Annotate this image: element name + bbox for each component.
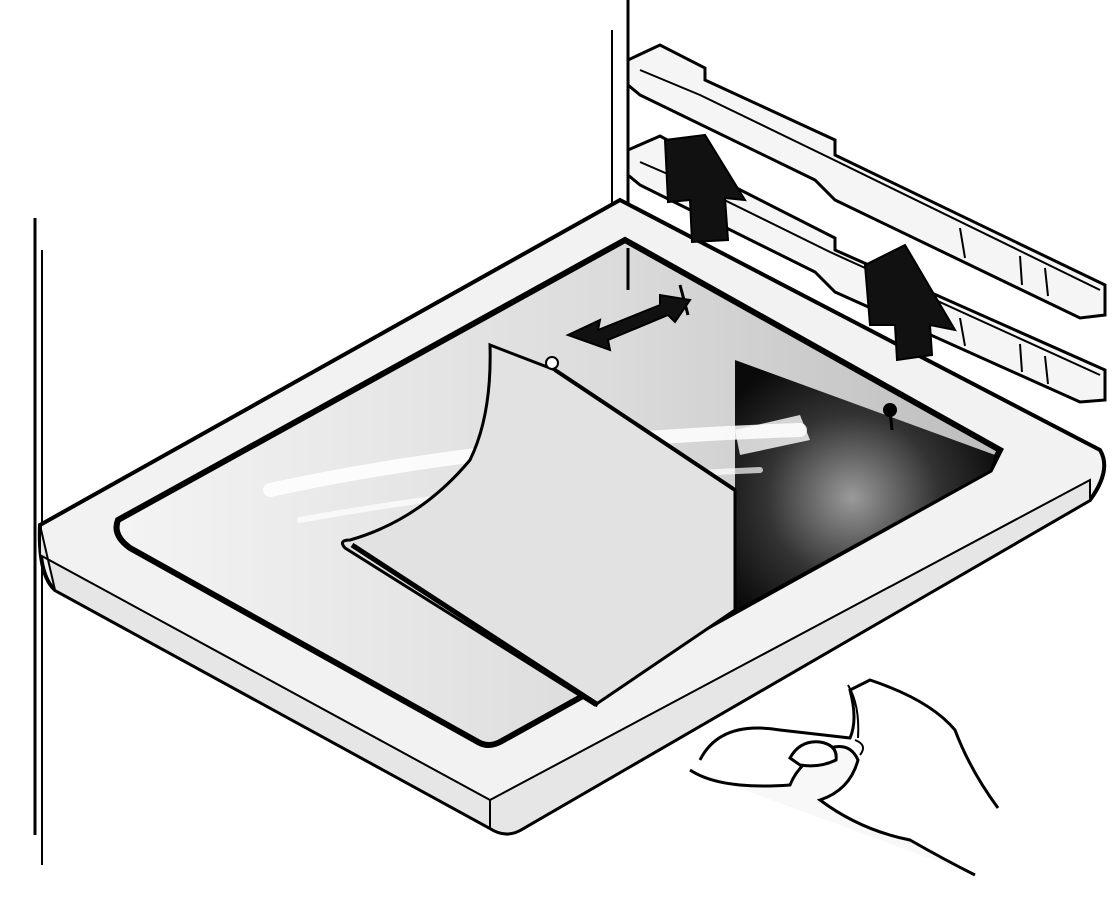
hand-icon bbox=[690, 680, 998, 875]
cabinet-rear-corner bbox=[612, 0, 628, 210]
